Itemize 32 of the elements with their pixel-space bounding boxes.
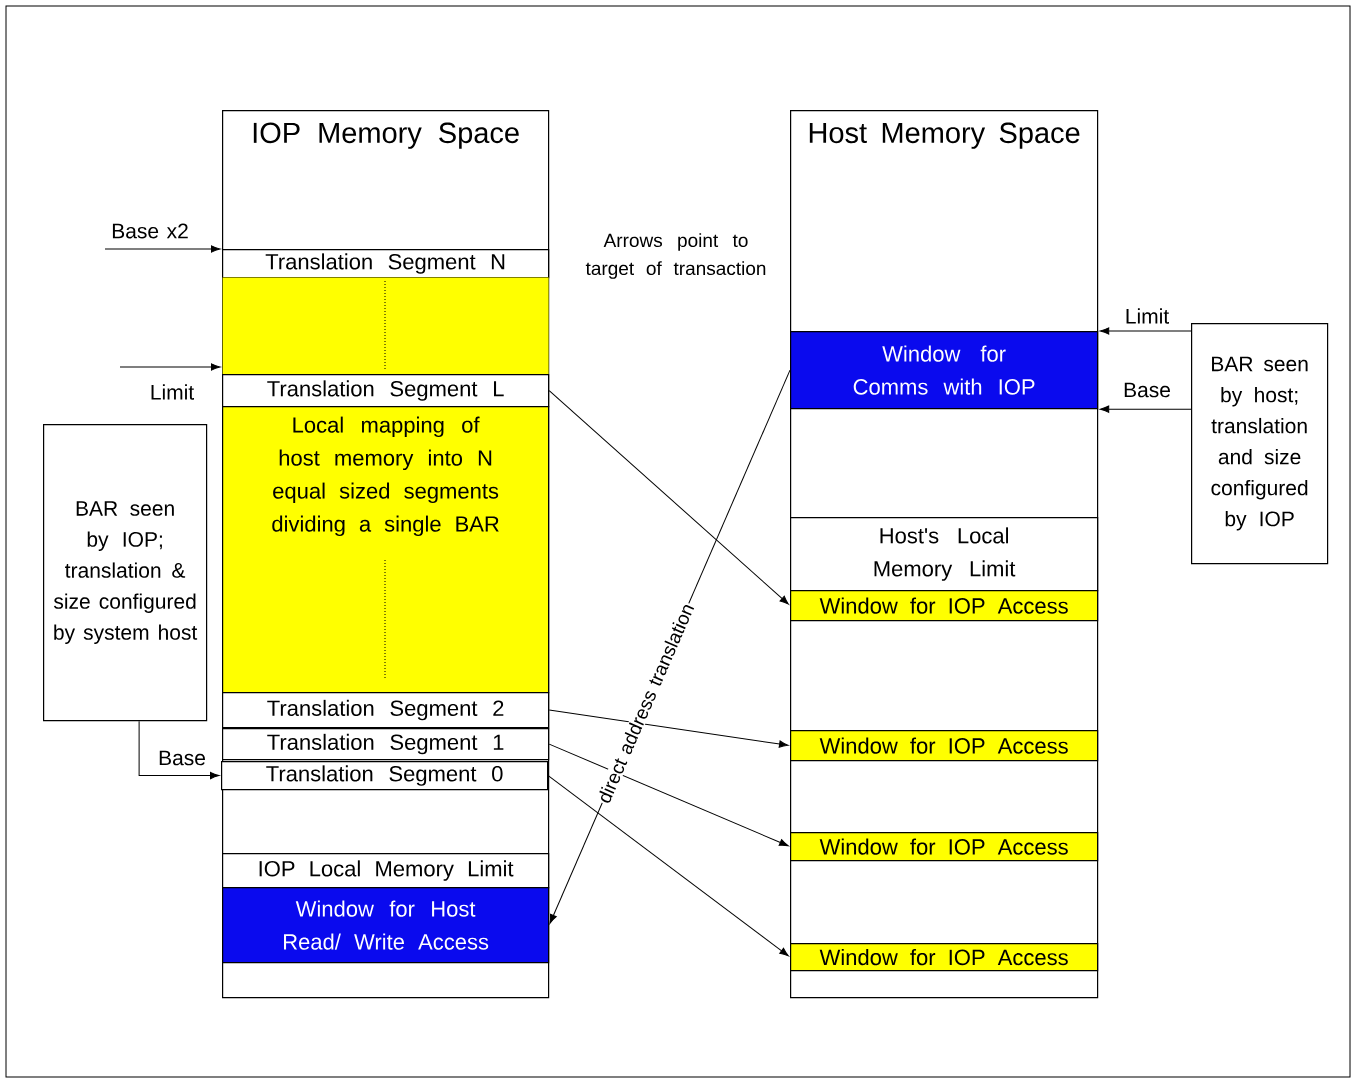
arrow [104,245,221,253]
edge-label: Limit [1126,308,1169,324]
arrow [548,390,789,605]
arrow [1099,405,1192,413]
mapping-band [222,277,549,375]
note-box: BAR seen by host; translation and size configured by IOP [1191,323,1329,565]
segment-box: Translation Segment N [222,249,550,279]
arrow [119,363,221,371]
edge-label: Base x2 [112,223,188,239]
arrow [138,720,220,780]
note-text: Arrows point to target of transaction [585,233,766,279]
note-box: BAR seen by IOP; translation & size configured by system host [43,424,208,722]
window-region: Window for Host Read/ Write Access [222,887,550,964]
window-band: Window for IOP Access [790,832,1099,862]
segment-box: Translation Segment 0 [221,761,549,791]
arrow [548,743,789,847]
arrow [547,775,789,957]
window-band: Window for IOP Access [790,943,1099,972]
arrow [1099,327,1192,335]
window-band: Window for IOP Access [790,730,1099,762]
segment-box: Translation Segment L [222,374,550,408]
limit-box: IOP Local Memory Limit [222,853,550,889]
edge-label: Base [159,750,205,766]
segment-box: Translation Segment 1 [222,728,550,761]
window-band: Window for IOP Access [790,590,1099,622]
segment-box: Translation Segment 2 [222,692,550,729]
arrow [548,709,789,748]
edge-label: Base [1124,382,1170,398]
window-region: Window for Comms with IOP [790,331,1099,410]
mapping-region: Local mapping of host memory into N equal sized segments dividing a single BAR [222,406,550,694]
edge-label: Limit [151,384,194,400]
limit-box: Host's Local Memory Limit [790,517,1099,592]
